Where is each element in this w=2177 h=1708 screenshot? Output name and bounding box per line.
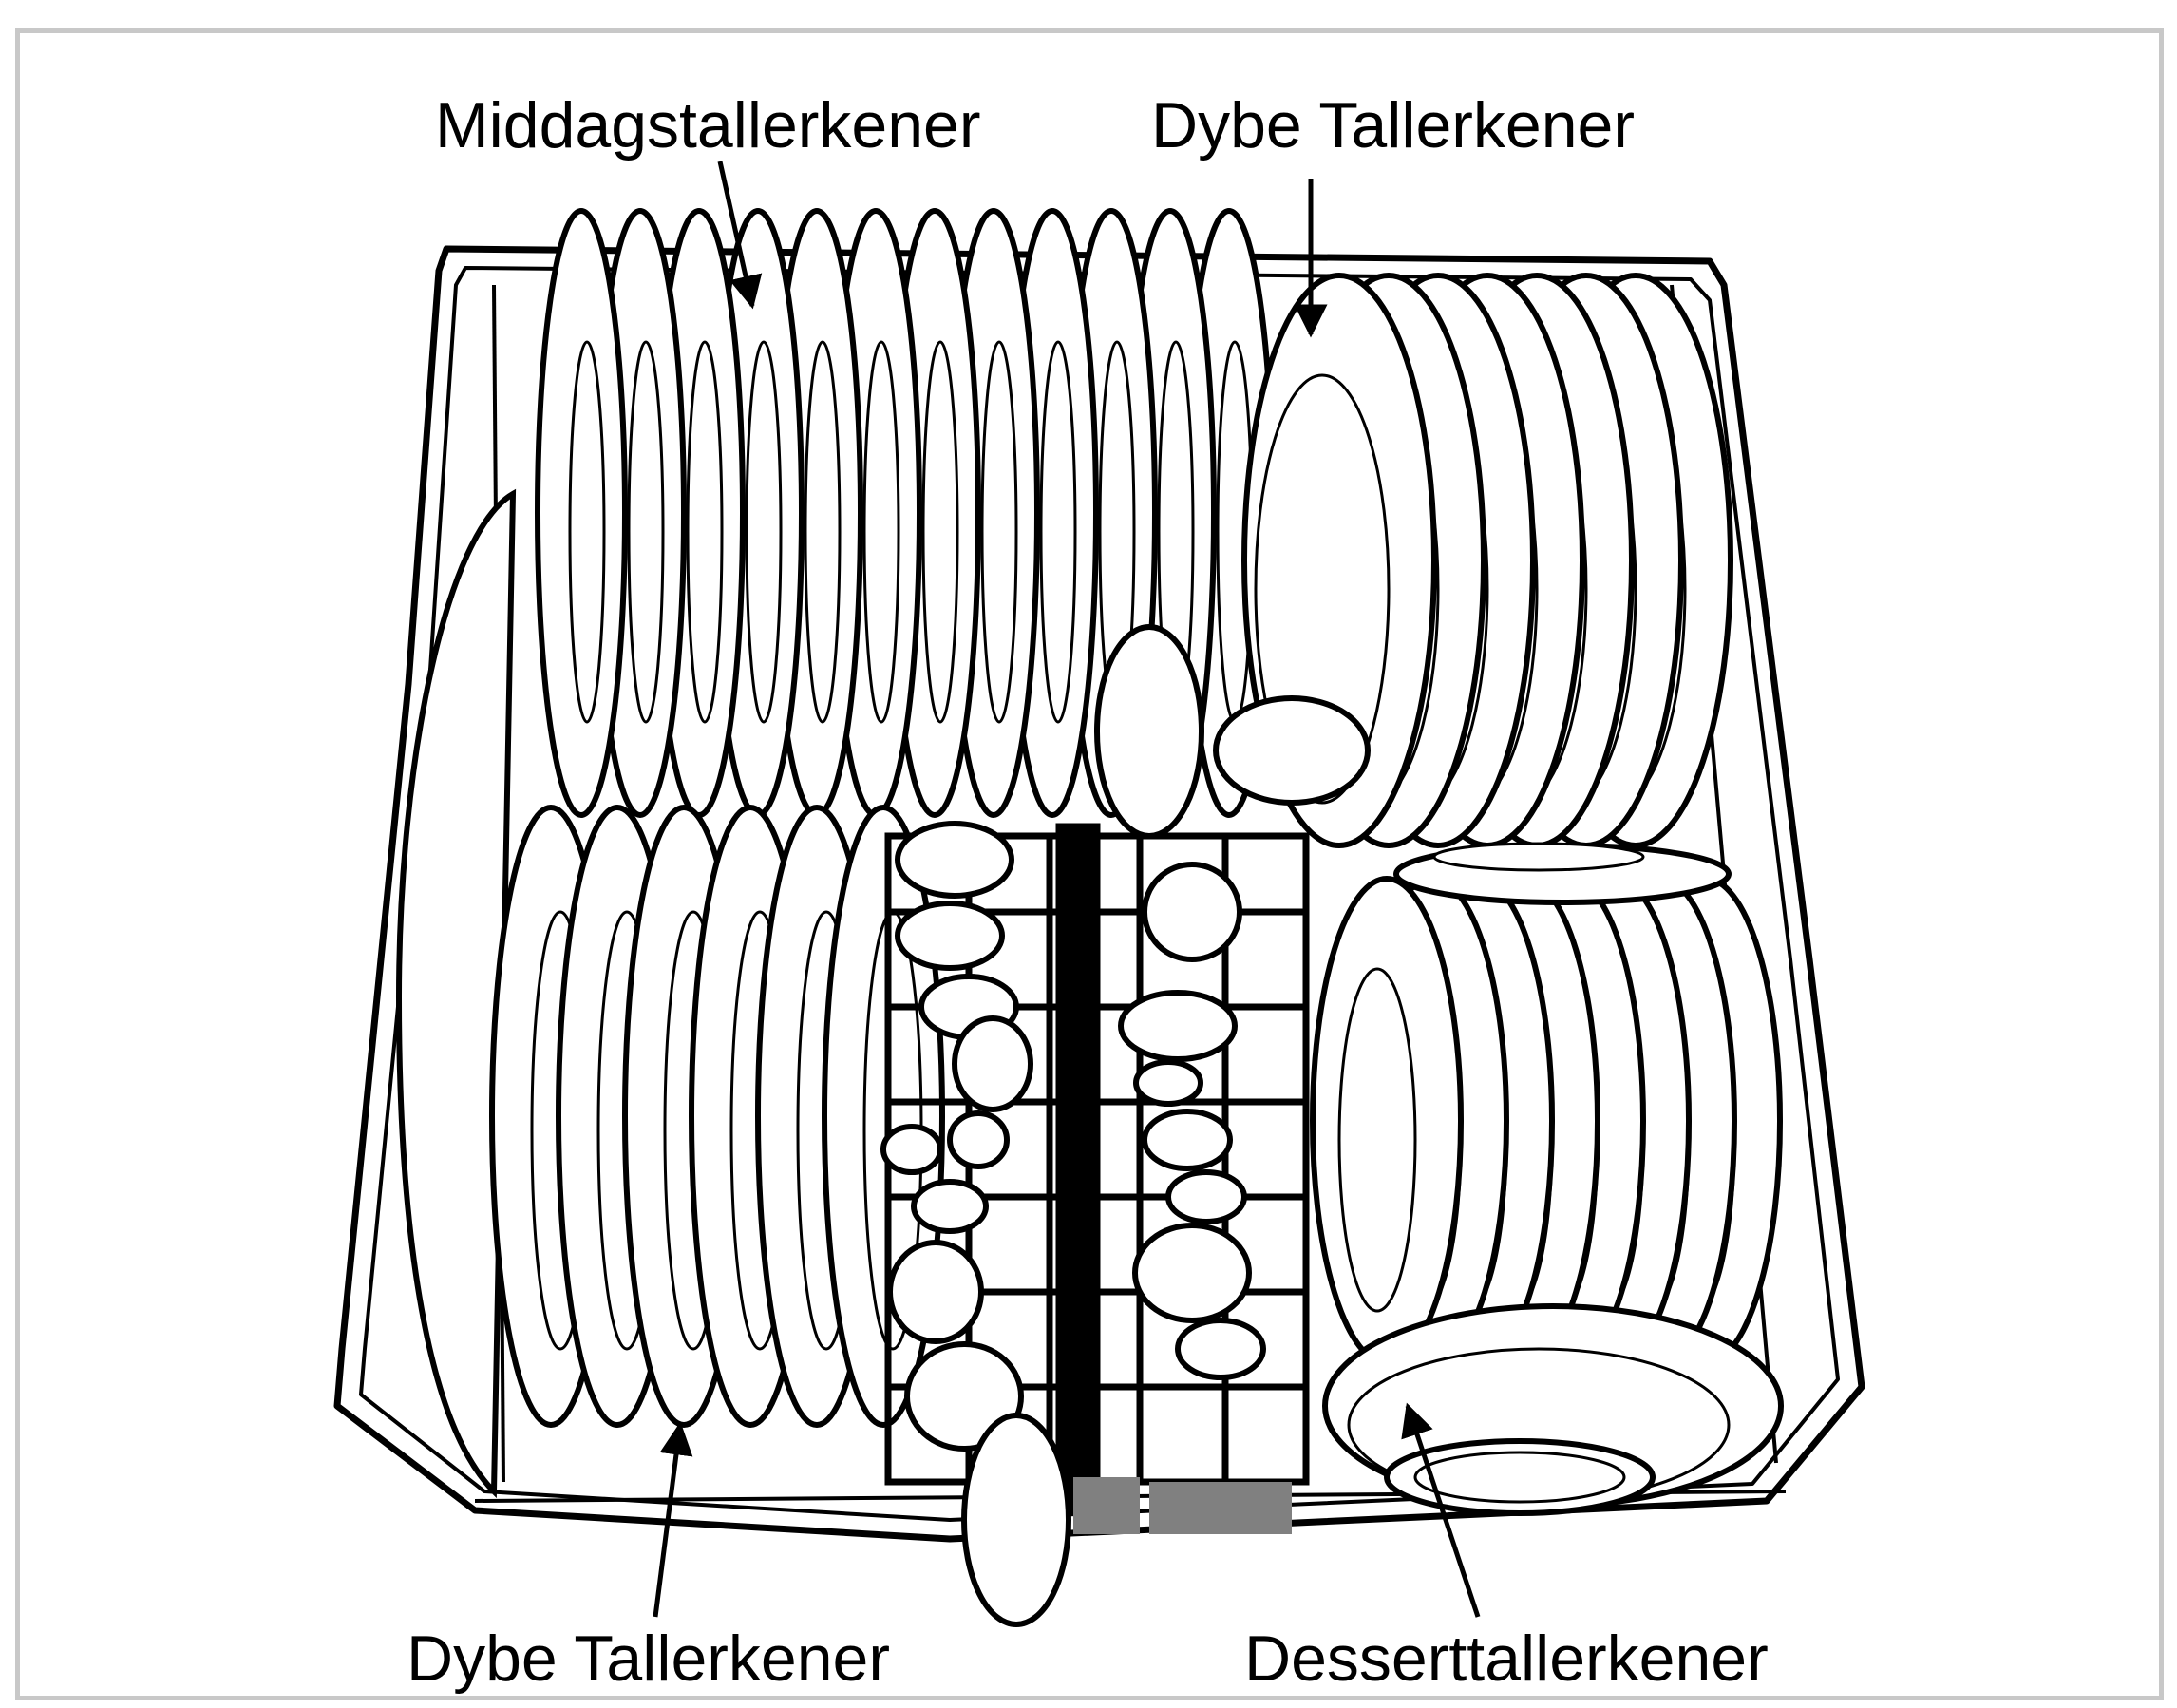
label-deep-plates-bottom: Dybe Tallerkener xyxy=(407,1626,890,1691)
spoon xyxy=(964,1415,1069,1624)
dinner-plate-rim xyxy=(570,342,604,722)
dinner-plate-rim xyxy=(982,342,1016,722)
spoon xyxy=(1097,627,1202,836)
spoon xyxy=(950,1113,1007,1167)
dinner-plate-rim xyxy=(747,342,781,722)
deep-plates-bottom-stack xyxy=(492,807,942,1425)
spoon xyxy=(1216,698,1368,803)
dinner-plate-rim xyxy=(629,342,663,722)
spoon xyxy=(1136,1062,1201,1104)
spoon xyxy=(914,1182,986,1231)
spoon xyxy=(898,903,1002,968)
basket-base xyxy=(1073,1477,1292,1534)
dinner-plate-rim xyxy=(1041,342,1075,722)
dinner-plate-rim xyxy=(923,342,957,722)
spoon xyxy=(1145,864,1240,959)
label-deep-plates-top: Dybe Tallerkener xyxy=(1151,93,1635,158)
dinner-plate-rim xyxy=(864,342,899,722)
spoon xyxy=(955,1018,1031,1110)
dinner-plate-rim xyxy=(688,342,722,722)
spoon xyxy=(898,824,1012,896)
spoon xyxy=(1178,1320,1263,1377)
spoon xyxy=(1145,1111,1230,1168)
spoon xyxy=(1135,1225,1249,1320)
spoon xyxy=(1121,993,1235,1059)
spoon xyxy=(890,1243,981,1341)
spoon xyxy=(883,1127,940,1172)
saucer xyxy=(1396,844,1729,902)
dinner-plate-rim xyxy=(805,342,840,722)
label-dinner-plates: Middagstallerkener xyxy=(435,93,981,158)
bowls-right-stack xyxy=(1313,879,1780,1363)
label-dessert-plates: Desserttallerkener xyxy=(1244,1626,1769,1691)
spoon xyxy=(1168,1172,1244,1222)
bowl-rim xyxy=(1339,969,1415,1311)
dessert-plate xyxy=(1325,1306,1781,1513)
